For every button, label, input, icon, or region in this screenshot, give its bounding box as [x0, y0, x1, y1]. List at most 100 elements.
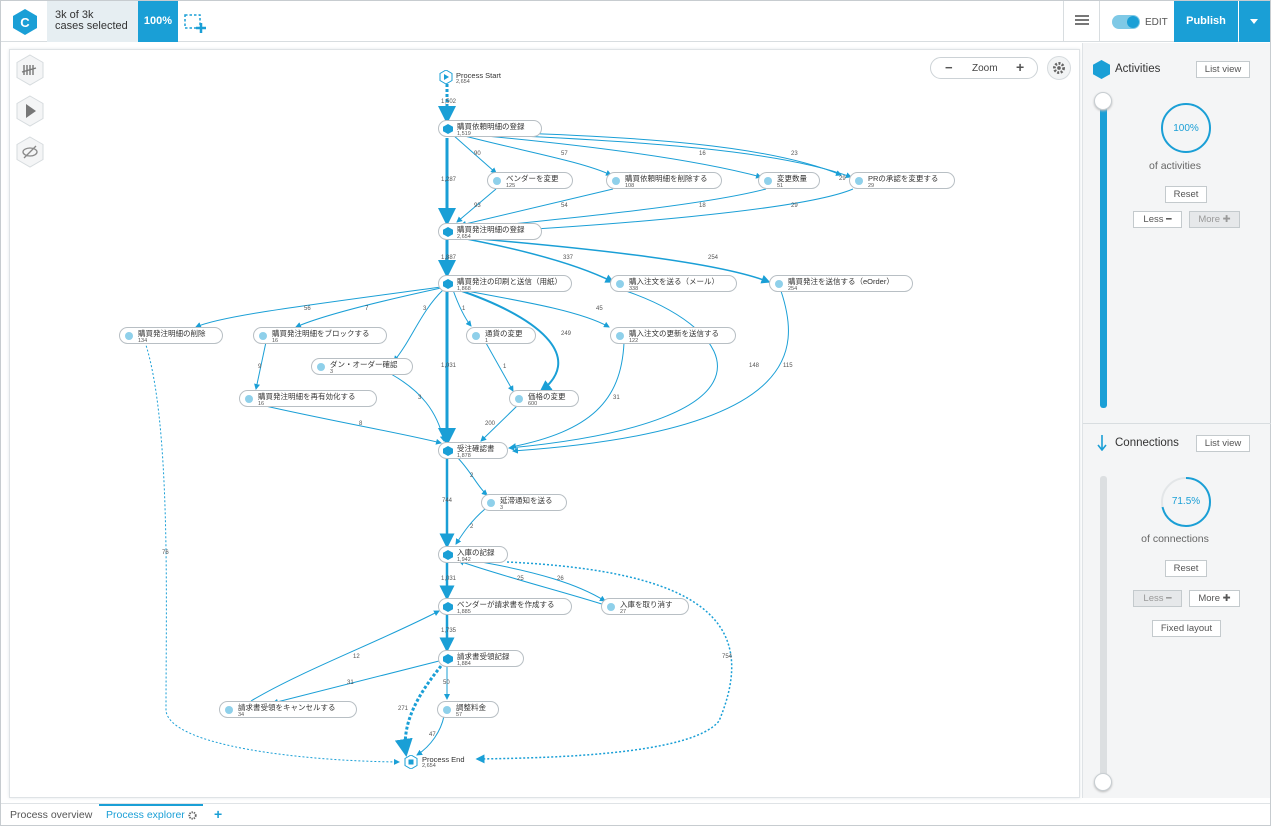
- tab-process-explorer[interactable]: Process explorer: [106, 809, 185, 821]
- node-count: 125: [506, 183, 516, 189]
- edge: [390, 373, 446, 442]
- tally-icon[interactable]: [15, 54, 45, 86]
- activities-reset-button[interactable]: Reset: [1165, 186, 1207, 203]
- node-name: 購買発注明細を再有効化する: [258, 392, 356, 401]
- activity-node[interactable]: 購買発注を送信する（eOrder）254: [769, 275, 913, 292]
- edge-label: 50: [443, 680, 450, 686]
- publish-dropdown-button[interactable]: [1239, 1, 1270, 42]
- node-name: 購買発注明細の登録: [457, 225, 525, 234]
- less-label: Less: [1143, 593, 1164, 604]
- edge-label: 1: [462, 306, 466, 312]
- edge-label: 47: [429, 732, 436, 738]
- add-tab-button[interactable]: +: [214, 806, 223, 822]
- activity-node[interactable]: 購入注文を送る（メール）338: [610, 275, 737, 292]
- selection-percent-badge[interactable]: 100%: [138, 1, 178, 42]
- zoom-out-button[interactable]: −: [945, 60, 953, 75]
- node-count: 27: [620, 609, 627, 615]
- edge: [455, 288, 560, 393]
- edge: [254, 341, 267, 390]
- edge: [455, 455, 488, 496]
- node-name: 購買発注を送信する（eOrder）: [788, 277, 894, 286]
- activity-dot-icon: [125, 332, 133, 340]
- edit-label: EDIT: [1145, 17, 1168, 28]
- connections-slider-knob[interactable]: [1094, 773, 1112, 791]
- edge: [452, 289, 472, 327]
- arrow-down-icon: [1097, 435, 1107, 451]
- publish-button[interactable]: Publish: [1174, 1, 1238, 42]
- connections-less-button[interactable]: Less ━: [1133, 590, 1182, 607]
- node-count: 1,868: [457, 286, 471, 292]
- zoom-in-button[interactable]: +: [1016, 59, 1025, 75]
- connections-slider-track[interactable]: [1100, 476, 1107, 781]
- edge-label: 76: [162, 550, 169, 556]
- activity-dot-icon: [612, 177, 620, 185]
- edge-label: 57: [561, 151, 568, 157]
- edge-label: 7: [365, 306, 369, 312]
- node-name: 購買発注明細の削除: [138, 329, 206, 338]
- case-selection-summary[interactable]: 3k of 3k cases selected: [47, 1, 138, 42]
- activities-less-button[interactable]: Less ━: [1133, 211, 1182, 228]
- active-tab-indicator: [99, 804, 203, 806]
- node-count: 122: [629, 338, 639, 344]
- node-count: 2,654: [457, 234, 471, 240]
- activities-list-view-button[interactable]: List view: [1196, 61, 1250, 78]
- activities-slider-track[interactable]: [1100, 103, 1107, 408]
- edge-label: 337: [563, 255, 574, 261]
- edge: [393, 289, 444, 362]
- add-filter-icon[interactable]: [184, 14, 208, 34]
- connections-list-view-button[interactable]: List view: [1196, 435, 1250, 452]
- edge-label: 2: [470, 524, 474, 530]
- node-count: 3: [330, 369, 334, 375]
- tab-settings-gear-icon[interactable]: [187, 810, 198, 821]
- connections-reset-button[interactable]: Reset: [1165, 560, 1207, 577]
- edge: [485, 342, 514, 392]
- connections-more-button[interactable]: More ✚: [1189, 590, 1240, 607]
- tab-process-overview[interactable]: Process overview: [10, 809, 93, 821]
- node-name: ベンダーが請求書を作成する: [457, 600, 555, 609]
- play-icon[interactable]: [15, 95, 45, 127]
- node-name: PRの承認を変更する: [868, 174, 939, 183]
- node-count: 1,885: [457, 609, 471, 615]
- edge-label: 56: [304, 306, 311, 312]
- fixed-layout-button[interactable]: Fixed layout: [1152, 620, 1221, 637]
- edge-label: 29: [839, 176, 846, 182]
- edge: [295, 287, 442, 328]
- edge-label: 93: [474, 203, 481, 209]
- edge-label: 16: [699, 151, 706, 157]
- edge: [144, 341, 400, 765]
- edit-toggle[interactable]: [1112, 15, 1140, 29]
- activities-slider-knob[interactable]: [1094, 92, 1112, 110]
- gear-icon[interactable]: [1047, 56, 1071, 80]
- activities-more-button[interactable]: More ✚: [1189, 211, 1240, 228]
- activity-node[interactable]: 購買発注の印刷と送信（用紙）1,868: [438, 275, 572, 292]
- menu-icon[interactable]: [1075, 15, 1089, 27]
- hide-icon[interactable]: [15, 136, 45, 168]
- edge: [250, 610, 440, 702]
- connections-ring: [1161, 477, 1211, 527]
- edge-label: 18: [699, 203, 706, 209]
